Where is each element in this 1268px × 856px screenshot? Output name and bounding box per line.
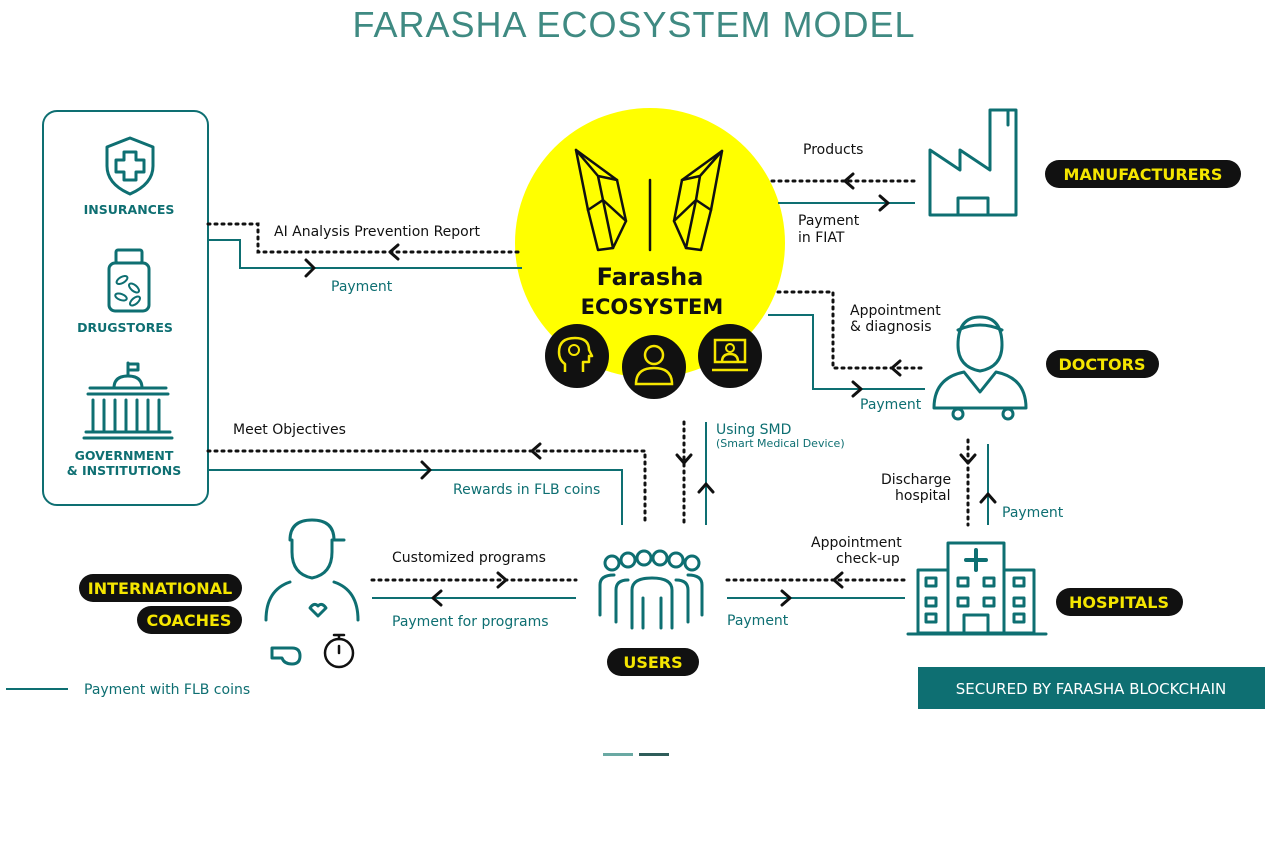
users-pill bbox=[607, 648, 699, 676]
discharge-label-2: hospital bbox=[895, 488, 950, 504]
blockchain-badge-label: SECURED BY FARASHA BLOCKCHAIN bbox=[956, 680, 1227, 698]
payment-fiat-label-2: in FIAT bbox=[798, 230, 845, 246]
slider-dot-1[interactable] bbox=[603, 753, 633, 756]
hub-subtitle: ECOSYSTEM bbox=[581, 295, 724, 319]
checkup-label-1: Appointment bbox=[811, 535, 902, 551]
hospitals-label: HOSPITALS bbox=[1069, 593, 1169, 612]
users-label: USERS bbox=[623, 653, 682, 672]
slider-dot-2[interactable] bbox=[639, 753, 669, 756]
flow-arrows bbox=[304, 172, 997, 607]
legend-label: Payment with FLB coins bbox=[84, 682, 250, 698]
coaches-label-1: INTERNATIONAL bbox=[88, 579, 232, 598]
ai-report-label: AI Analysis Prevention Report bbox=[274, 224, 481, 240]
government-label-1: GOVERNMENT bbox=[75, 448, 174, 463]
hospital-payment-label: Payment bbox=[1002, 505, 1064, 521]
government-label-2: & INSTITUTIONS bbox=[67, 463, 182, 478]
drugstores-label: DRUGSTORES bbox=[77, 320, 173, 335]
customized-programs-label: Customized programs bbox=[392, 550, 546, 566]
telemedicine-icon bbox=[698, 324, 762, 388]
pill-bottle-icon bbox=[107, 248, 151, 313]
doctors-pill bbox=[1046, 350, 1159, 378]
manufacturers-pill bbox=[1045, 160, 1241, 188]
appointment-label-2: & diagnosis bbox=[850, 319, 932, 335]
payment-flows bbox=[208, 202, 989, 599]
insurance-payment-label: Payment bbox=[331, 279, 393, 295]
using-smd-label: Using SMD bbox=[716, 422, 791, 438]
shield-icon bbox=[105, 136, 155, 196]
government-building-icon bbox=[82, 361, 174, 440]
doctor-service-icon bbox=[622, 335, 686, 399]
manufacturers-label: MANUFACTURERS bbox=[1064, 165, 1223, 184]
hospitals-pill bbox=[1056, 588, 1183, 616]
whistle-icon bbox=[270, 646, 302, 666]
blockchain-badge bbox=[918, 667, 1265, 709]
coaches-label-2: COACHES bbox=[147, 611, 232, 630]
hospital-icon bbox=[906, 541, 1048, 636]
payment-fiat-label-1: Payment bbox=[798, 213, 860, 229]
meet-objectives-label: Meet Objectives bbox=[233, 422, 346, 438]
factory-icon bbox=[928, 108, 1018, 217]
programs-payment-label: Payment for programs bbox=[392, 614, 549, 630]
page-title: FARASHA ECOSYSTEM MODEL bbox=[352, 4, 916, 45]
rewards-label: Rewards in FLB coins bbox=[453, 482, 600, 498]
coach-icon bbox=[264, 518, 360, 622]
coaches-pill-2 bbox=[137, 606, 242, 634]
appointment-label-1: Appointment bbox=[850, 303, 941, 319]
users-group-icon bbox=[598, 549, 704, 630]
products-label: Products bbox=[803, 142, 863, 158]
doctors-payment-label: Payment bbox=[860, 397, 922, 413]
stopwatch-icon bbox=[323, 633, 355, 669]
insurances-label: INSURANCES bbox=[84, 202, 175, 217]
coaches-pill-1 bbox=[79, 574, 242, 602]
doctors-label: DOCTORS bbox=[1059, 355, 1146, 374]
hub-name: Farasha bbox=[597, 263, 704, 291]
users-payment-label: Payment bbox=[727, 613, 789, 629]
doctor-icon bbox=[932, 315, 1028, 421]
discharge-label-1: Discharge bbox=[881, 472, 951, 488]
butterfly-logo-icon bbox=[574, 148, 724, 252]
smd-full-label: (Smart Medical Device) bbox=[716, 437, 845, 450]
slider-pagination bbox=[603, 753, 669, 756]
ai-brain-icon bbox=[545, 324, 609, 388]
checkup-label-2: check-up bbox=[836, 551, 900, 567]
stakeholders-panel bbox=[42, 110, 209, 506]
